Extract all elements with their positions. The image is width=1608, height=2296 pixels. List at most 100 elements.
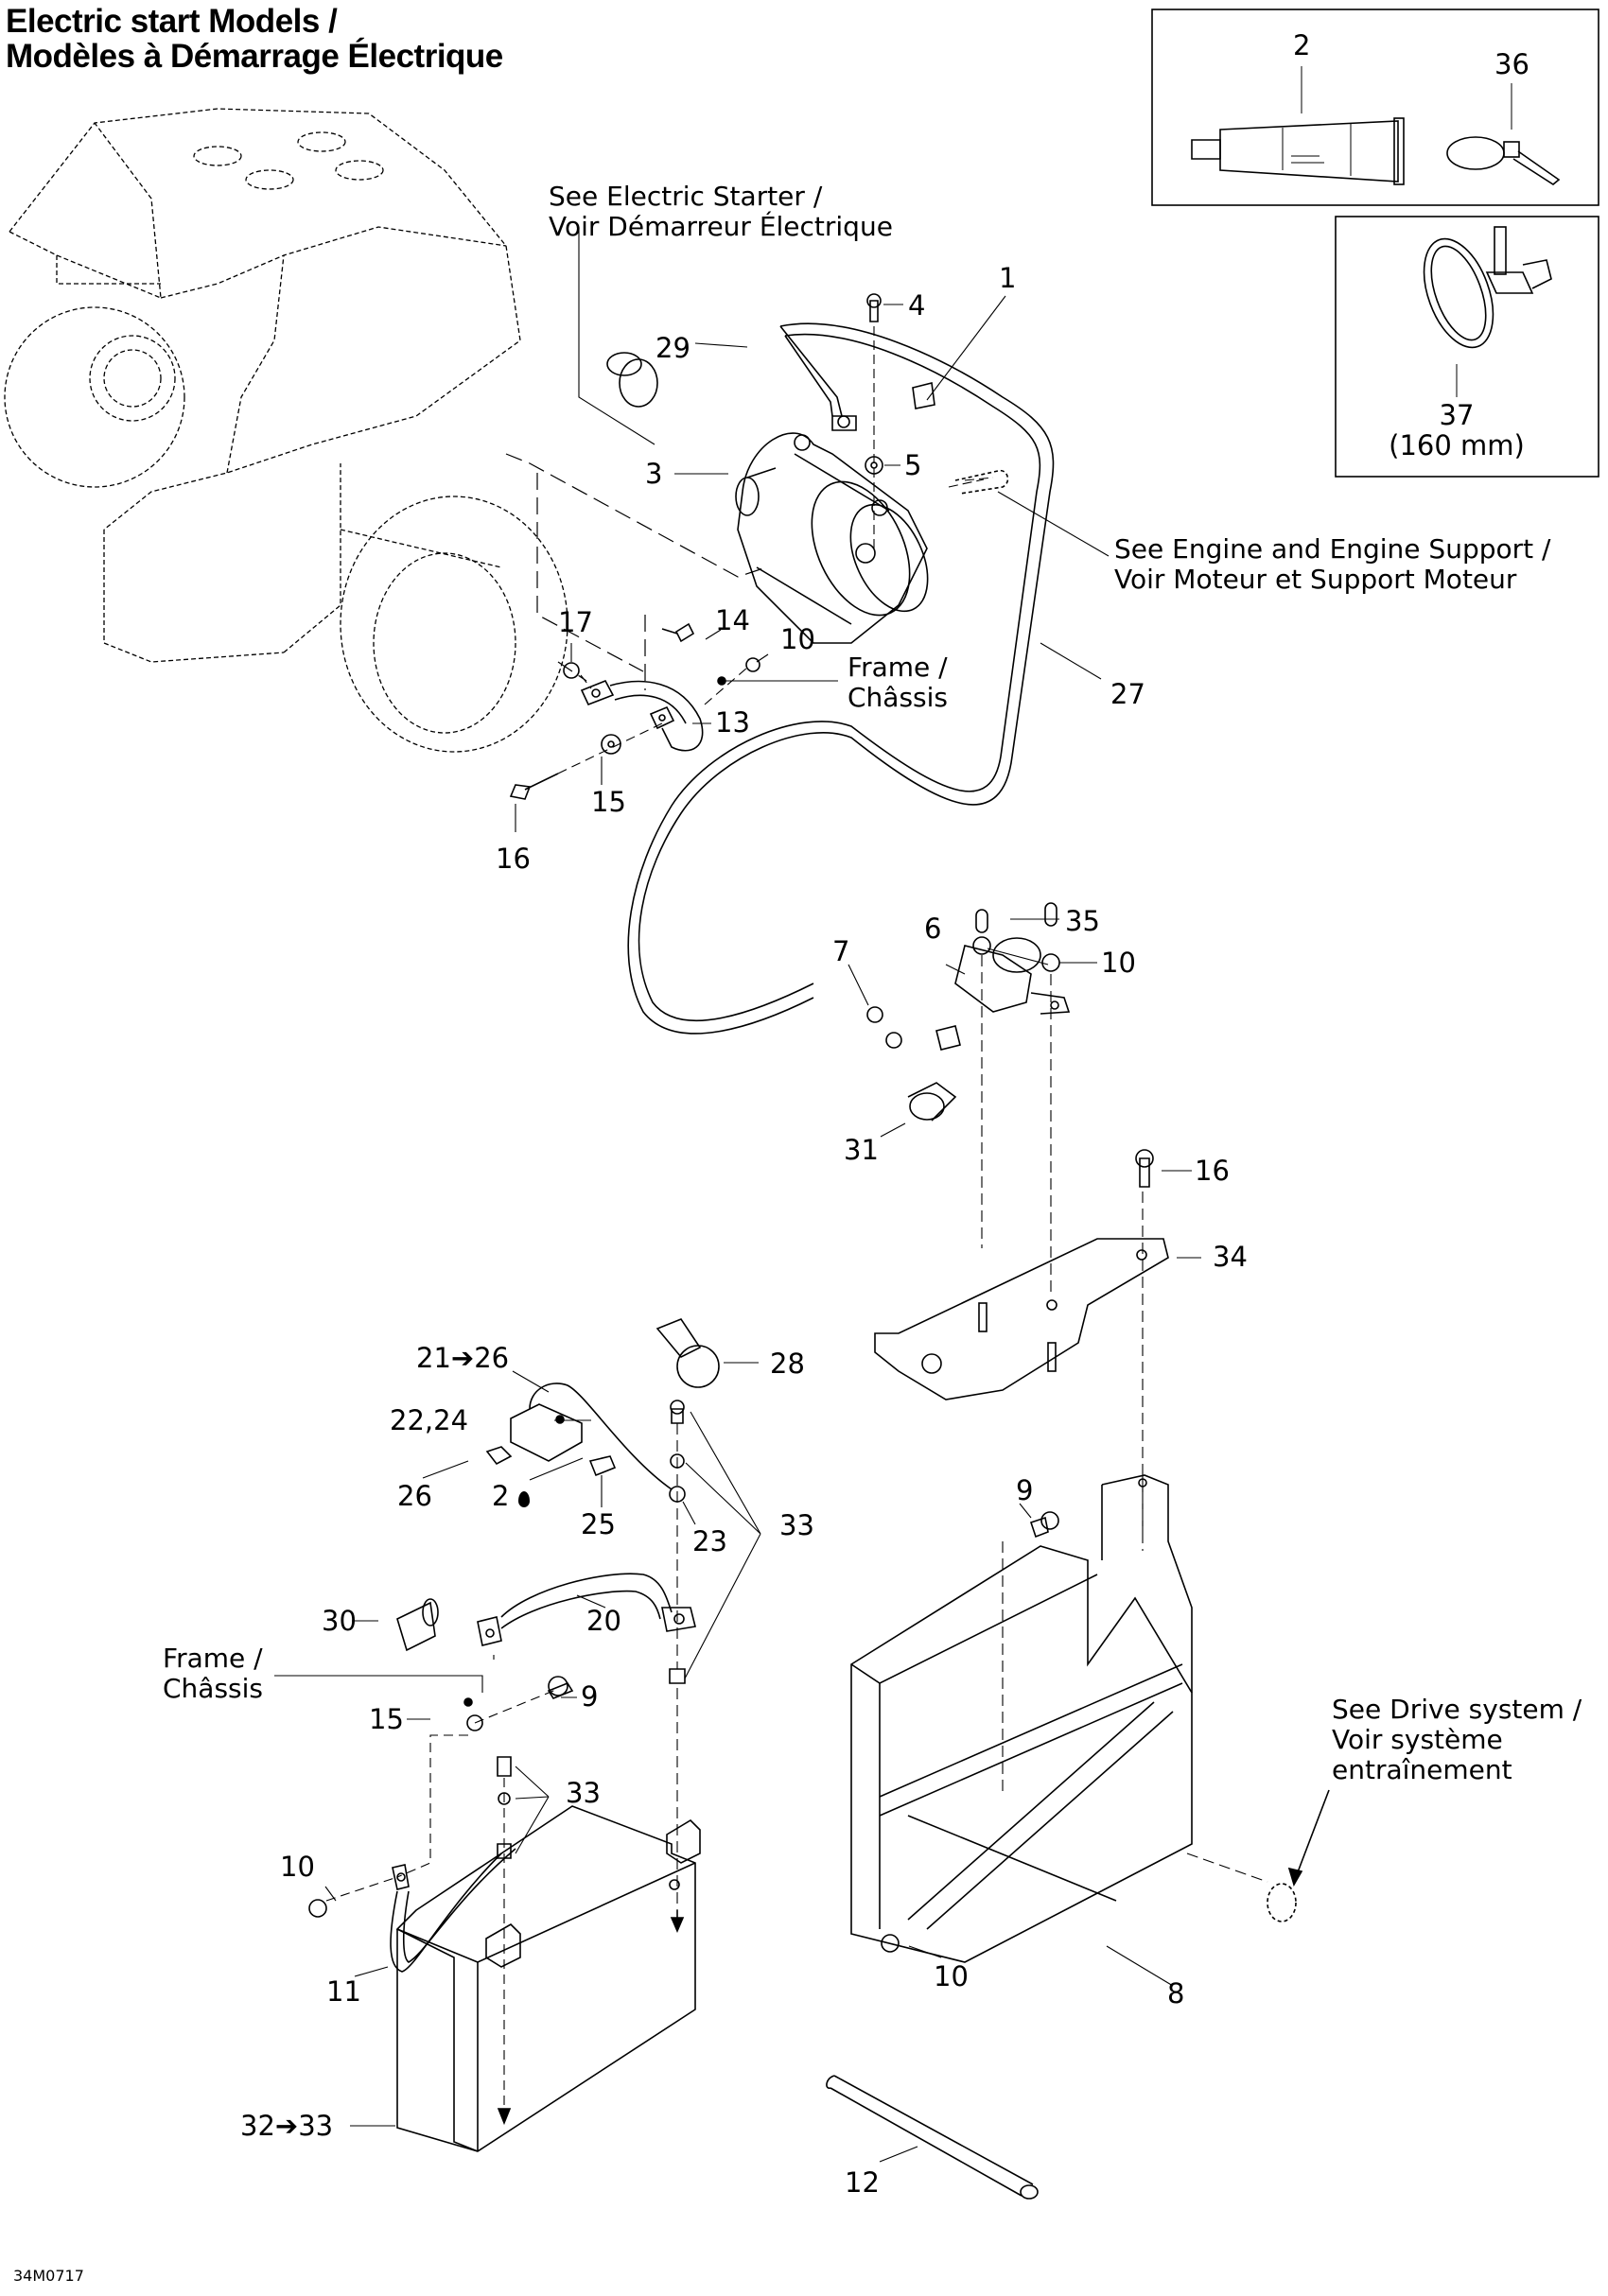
note-electric-starter: See Electric Starter / Voir Démarreur Él… xyxy=(549,182,893,242)
starter-motor xyxy=(735,432,929,644)
callout-2-grease: 2 xyxy=(492,1481,530,1511)
bolt-16-bracket xyxy=(1139,1157,1150,1188)
callout-20: 20 xyxy=(586,1605,621,1637)
diagram-title: Electric start Models / Modèles à Démarr… xyxy=(6,4,503,74)
callout-37-size: (160 mm) xyxy=(1389,429,1525,461)
callout-14: 14 xyxy=(715,604,750,636)
bolt-16 xyxy=(509,784,532,800)
engine-support-phantom xyxy=(954,469,1009,495)
solenoid-dashed-axes xyxy=(981,955,1144,1551)
note-frame-lower: Frame / Châssis xyxy=(163,1644,263,1704)
clip-1 xyxy=(912,382,935,409)
callout-36: 36 xyxy=(1494,48,1529,80)
battery-box-8 xyxy=(850,1474,1193,1963)
drive-system-phantom xyxy=(1267,1883,1297,1922)
cap-28 xyxy=(655,1318,720,1388)
positive-cable-20 xyxy=(477,1573,696,1646)
callout-16-upper: 16 xyxy=(496,843,531,875)
callout-27: 27 xyxy=(1110,678,1145,710)
callout-6: 6 xyxy=(924,913,942,945)
bolt-4 xyxy=(869,300,879,322)
star-washer-15 xyxy=(601,734,621,755)
callout-25: 25 xyxy=(581,1508,616,1540)
callout-9-frame: 9 xyxy=(581,1680,599,1713)
callout-10-frame: 10 xyxy=(780,623,815,655)
nut-10-lower xyxy=(308,1899,327,1918)
cap-35a xyxy=(975,909,988,933)
note-frame-lower-en: Frame / xyxy=(163,1643,263,1674)
callout-10-battery: 10 xyxy=(280,1851,315,1883)
callout-11: 11 xyxy=(326,1975,361,2008)
callout-28: 28 xyxy=(770,1348,805,1380)
grease-tube-icon xyxy=(1191,66,1405,185)
note-frame-lower-fr: Châssis xyxy=(163,1673,263,1704)
engine-phantom-dashed-links xyxy=(505,453,767,690)
engine-phantom xyxy=(4,108,568,753)
note-drive-system-l1: See Drive system / xyxy=(1332,1694,1582,1725)
negative-cable-11 xyxy=(390,1848,516,1973)
note-electric-starter-en: See Electric Starter / xyxy=(549,181,823,212)
fuse-25 xyxy=(588,1455,617,1477)
callout-10-solenoid: 10 xyxy=(1101,947,1136,979)
inset-box-cable-tie xyxy=(1335,216,1599,478)
callout-12: 12 xyxy=(845,2166,880,2199)
bolt-33-upper xyxy=(671,1408,684,1424)
note-frame-upper: Frame / Châssis xyxy=(848,652,948,713)
cap-29 xyxy=(606,352,642,376)
bolt-14 xyxy=(674,622,695,643)
nut-7a xyxy=(866,1006,883,1023)
nut-7b xyxy=(885,1032,902,1049)
callout-37: 37 (160 mm) xyxy=(1381,400,1532,461)
leader-lines xyxy=(274,227,1201,2163)
cable-tie-icon xyxy=(1446,83,1561,185)
callout-35: 35 xyxy=(1065,905,1100,937)
callout-7: 7 xyxy=(832,935,850,967)
boot-31 xyxy=(909,1092,945,1121)
star-washer-15-lower xyxy=(466,1714,483,1731)
arrow-head-battery-pos xyxy=(670,1917,685,1934)
callout-22-24: 22,24 xyxy=(390,1404,469,1436)
note-electric-starter-fr: Voir Démarreur Électrique xyxy=(549,211,893,242)
callout-15-upper: 15 xyxy=(591,786,626,818)
callout-16-bracket: 16 xyxy=(1195,1155,1230,1187)
callout-26: 26 xyxy=(397,1480,432,1512)
protector-tube-12 xyxy=(826,2075,1039,2200)
callout-8: 8 xyxy=(1167,1977,1185,2009)
bolt-33-lower xyxy=(497,1756,512,1777)
callout-21-26: 21➔26 xyxy=(416,1342,510,1374)
battery-32 xyxy=(395,1805,701,2152)
callout-37-number: 37 xyxy=(1439,399,1475,431)
nut-10-solenoid-a xyxy=(972,936,991,955)
note-engine-support-en: See Engine and Engine Support / xyxy=(1114,533,1551,565)
inset-box-consumables xyxy=(1151,9,1599,206)
callout-3: 3 xyxy=(645,458,663,490)
dashed-links-box xyxy=(1002,1475,1268,1883)
battery-terminal-neg xyxy=(485,1923,521,1968)
title-line-french: Modèles à Démarrage Électrique xyxy=(6,38,503,75)
drawing-code: 34M0717 xyxy=(13,2267,84,2285)
note-frame-upper-en: Frame / xyxy=(848,652,948,683)
callout-33-upper: 33 xyxy=(779,1509,814,1541)
nut-10-box xyxy=(881,1934,900,1953)
dashed-links-upper xyxy=(557,667,748,774)
fuse-holder-group xyxy=(485,1383,686,1684)
note-drive-system-l2: Voir système xyxy=(1332,1724,1503,1755)
solenoid-6 xyxy=(866,902,1071,1122)
callout-1: 1 xyxy=(999,262,1017,294)
drive-system-leader xyxy=(1295,1789,1330,1878)
note-frame-upper-fr: Châssis xyxy=(848,682,948,713)
arrow-head-battery-neg xyxy=(497,2108,512,2126)
nut-33-upper xyxy=(669,1668,686,1684)
callout-17: 17 xyxy=(558,606,593,638)
fasteners-lower xyxy=(308,1676,574,1918)
grease-drop-icon xyxy=(517,1491,530,1507)
frame-point-upper xyxy=(717,676,726,686)
ground-cable-13 xyxy=(580,679,704,752)
cable-tie-clip-icon xyxy=(1423,226,1552,397)
small-parts-starter xyxy=(606,293,935,475)
boot-30 xyxy=(396,1598,439,1652)
note-drive-system-l3: entraînement xyxy=(1332,1754,1512,1785)
callout-29: 29 xyxy=(655,332,690,364)
callout-10-box: 10 xyxy=(934,1960,969,1992)
